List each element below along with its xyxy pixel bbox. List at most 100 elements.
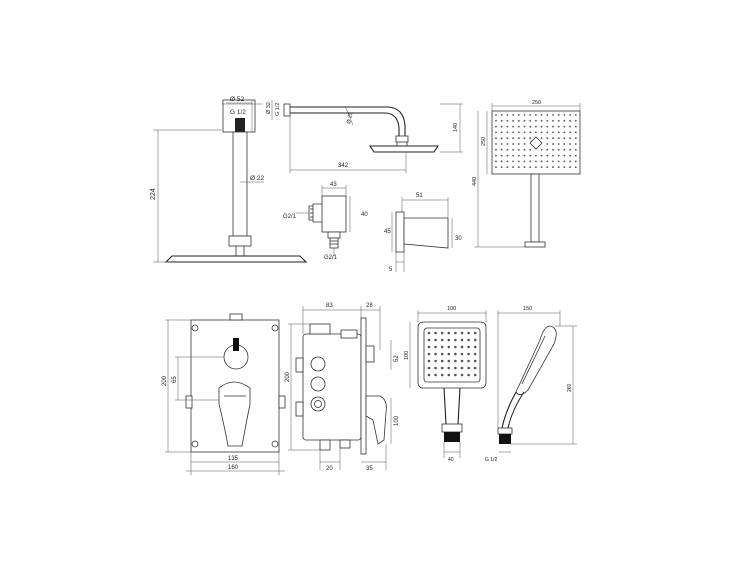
port-upper bbox=[310, 356, 326, 372]
nozzle-dot bbox=[569, 154, 571, 157]
nozzle-dot bbox=[546, 125, 549, 128]
hand-thread-side bbox=[499, 434, 511, 444]
nozzle-dot bbox=[546, 148, 549, 151]
nozzle-dot bbox=[552, 125, 554, 128]
nozzle-dot bbox=[512, 166, 514, 169]
nozzle-dot bbox=[529, 125, 532, 128]
nozzle-dot bbox=[506, 131, 509, 134]
nozzle-dot bbox=[569, 114, 571, 116]
dim-w160: 160 bbox=[228, 465, 239, 471]
dim-h250: 250 bbox=[481, 137, 487, 146]
nozzle-dot bbox=[427, 338, 431, 342]
nozzle-dot bbox=[473, 366, 477, 370]
nozzle-dot bbox=[574, 166, 577, 169]
side-lever-handle[interactable] bbox=[365, 395, 387, 445]
nozzle-dot bbox=[523, 137, 526, 140]
nozzle-dot bbox=[447, 373, 451, 377]
bracket-plate bbox=[395, 211, 405, 253]
nozzle-dot bbox=[517, 131, 520, 134]
nozzle-dot bbox=[557, 148, 560, 151]
nozzle-dot bbox=[460, 373, 464, 377]
nozzle-dot bbox=[569, 137, 571, 140]
nozzle-dot bbox=[512, 125, 514, 128]
nozzle-dot bbox=[473, 331, 477, 335]
nozzle-dot bbox=[454, 359, 457, 363]
nozzle-dot bbox=[447, 331, 451, 335]
nozzle-dot bbox=[517, 148, 520, 151]
nozzle-dot bbox=[495, 125, 497, 128]
ceiling-pipe bbox=[232, 131, 248, 237]
mixer-front-view: 200 65 135 160 bbox=[162, 313, 286, 475]
nozzle-dot bbox=[447, 352, 451, 356]
nozzle-dot bbox=[563, 119, 566, 122]
nozzle-dot bbox=[500, 166, 503, 169]
nozzle-dot bbox=[500, 160, 503, 163]
dim-w135: 135 bbox=[228, 456, 239, 462]
nozzle-dot bbox=[473, 359, 477, 363]
dim-d32: Ø 32 bbox=[266, 102, 272, 114]
top-stub bbox=[229, 313, 243, 321]
nozzle-dot bbox=[529, 148, 532, 151]
nozzle-dot bbox=[557, 114, 560, 116]
nozzle-dot bbox=[440, 359, 444, 363]
nozzle-dot bbox=[563, 166, 566, 169]
nozzle-dot bbox=[434, 345, 437, 349]
nozzle-dot bbox=[535, 119, 537, 122]
nozzle-dot bbox=[440, 345, 444, 349]
hand-thread-front bbox=[444, 432, 460, 442]
stem-flange bbox=[524, 241, 546, 248]
nozzle-dot bbox=[557, 166, 560, 169]
nozzle-dot bbox=[427, 373, 431, 377]
dim-d25: Ø 25 bbox=[346, 111, 354, 124]
nozzle-dot bbox=[569, 143, 571, 145]
nozzle-dot bbox=[563, 143, 566, 145]
nozzle-dot bbox=[574, 143, 577, 145]
nozzle-dot bbox=[563, 125, 566, 128]
nozzle-dot bbox=[434, 331, 437, 335]
nozzle-dot bbox=[512, 148, 514, 151]
mixer-lever-handle[interactable] bbox=[218, 381, 251, 447]
ceiling-shower-view: Ø 52 G 1/2 Ø 22 224 bbox=[150, 96, 308, 263]
nozzle-dot bbox=[467, 338, 470, 342]
bracket-body bbox=[403, 217, 449, 249]
nozzle-dot bbox=[523, 125, 526, 128]
center-logo-mark bbox=[529, 136, 543, 150]
nozzle-dot bbox=[460, 352, 464, 356]
head-stem bbox=[530, 173, 540, 243]
square-head-top-view: 250 250 440 bbox=[472, 100, 581, 248]
nozzle-dot bbox=[512, 160, 514, 163]
nozzle-dot bbox=[495, 143, 497, 145]
nozzle-dot bbox=[523, 143, 526, 145]
nozzle-dot bbox=[523, 131, 526, 134]
nozzle-dot bbox=[500, 143, 503, 145]
nozzle-dot bbox=[434, 338, 437, 342]
nozzle-dot bbox=[517, 125, 520, 128]
dim-h260-hand: 260 bbox=[567, 383, 573, 392]
nozzle-dot bbox=[574, 148, 577, 151]
nozzle-dot bbox=[535, 114, 537, 116]
hand-shower-front-view: 100 100 40 bbox=[404, 306, 487, 463]
nozzle-dot bbox=[523, 166, 526, 169]
side-diverter-knob[interactable] bbox=[365, 345, 375, 363]
nozzle-dot bbox=[427, 359, 431, 363]
nozzle-dot bbox=[473, 373, 477, 377]
nozzle-dot bbox=[557, 137, 560, 140]
diverter-pin bbox=[233, 338, 239, 351]
nozzle-dot bbox=[552, 148, 554, 151]
nozzle-dot bbox=[500, 154, 503, 157]
nozzle-dot bbox=[434, 373, 437, 377]
dim-w150-hand: 150 bbox=[523, 306, 532, 312]
hand-shower-grip bbox=[443, 387, 461, 425]
nozzle-dot bbox=[447, 345, 451, 349]
nozzle-dot bbox=[523, 148, 526, 151]
nozzle-dot bbox=[574, 137, 577, 140]
dim-w43: 43 bbox=[330, 182, 337, 188]
dim-w100-hand: 100 bbox=[447, 306, 456, 312]
corner-screw-br bbox=[271, 440, 279, 448]
nozzle-dot bbox=[540, 160, 543, 163]
nozzle-dot bbox=[552, 143, 554, 145]
nozzle-dot bbox=[500, 125, 503, 128]
nozzle-dot bbox=[495, 131, 497, 134]
nozzle-dot bbox=[495, 137, 497, 140]
dim-h52: 52 bbox=[394, 355, 400, 362]
